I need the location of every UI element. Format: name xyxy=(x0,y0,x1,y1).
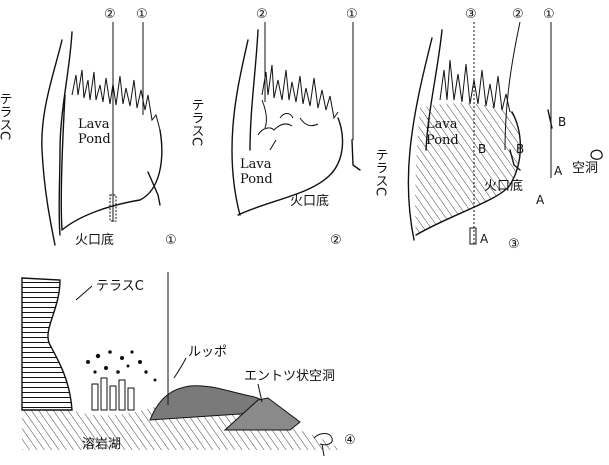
flow-arrow xyxy=(300,118,318,126)
panel-number: ② xyxy=(330,233,342,248)
terrace-cliff xyxy=(22,278,72,410)
panel-number: ④ xyxy=(344,433,356,448)
lava-pond-label-line1: Lava xyxy=(78,117,110,132)
marker-3-label: ③ xyxy=(465,7,477,22)
marker-2-label: ② xyxy=(512,7,524,22)
lava-pond-label-line1: Lava xyxy=(240,157,272,172)
marker-2-label: ② xyxy=(256,7,268,22)
marker-3-probe xyxy=(470,228,476,244)
terrace-wall-inner xyxy=(250,30,258,150)
panel-number: ① xyxy=(165,233,177,248)
lava-pond-label-line2: Pond xyxy=(78,132,111,147)
flow-arrow xyxy=(270,140,276,150)
lava-pond-label-line2: Pond xyxy=(426,133,459,148)
panel-number: ③ xyxy=(508,237,520,252)
chimney-cavity-label: エントツ状空洞 xyxy=(244,369,335,384)
cavity-label: 空洞 xyxy=(572,161,598,176)
crater-floor-label: 火口底 xyxy=(290,193,329,209)
terrace-label: テラスC xyxy=(0,92,12,140)
terrace-label: テラスC xyxy=(189,98,204,146)
marker-1-tip xyxy=(352,140,360,170)
spatter-columns xyxy=(92,378,134,410)
point-B-probe2: B xyxy=(516,142,524,156)
panel-2: ② ① テラスC Lava Pond 火口底 ② xyxy=(189,7,361,248)
flow-arrow xyxy=(262,100,266,128)
marker-1-label: ① xyxy=(136,7,148,22)
flow-channel xyxy=(258,124,292,135)
lava-pond-label-line2: Pond xyxy=(240,172,273,187)
crater-floor-label: 火口底 xyxy=(75,232,114,248)
terrace-label: テラスC xyxy=(373,148,388,196)
panel-3: ③ ② ① テラスC Lava Pond 火口底 空洞 A B B A B A … xyxy=(373,7,603,252)
terrace-pointer xyxy=(76,286,92,300)
point-A-probe1: A xyxy=(554,164,563,178)
spatter-rim xyxy=(262,65,338,118)
cavity-shape xyxy=(591,150,602,159)
marker-1-label: ① xyxy=(346,7,358,22)
point-B-probe1: B xyxy=(558,115,566,129)
terrace-label: テラスC xyxy=(96,279,144,294)
panel-1: ② ① テラスC Lava Pond 火口底 ① xyxy=(0,7,177,248)
lava-lake-label: 溶岩湖 xyxy=(82,437,121,452)
marker-2-label: ② xyxy=(104,7,116,22)
point-A-probe3: A xyxy=(480,232,489,246)
point-A-probe2: A xyxy=(536,193,545,207)
point-B-probe3: B xyxy=(478,142,486,156)
marker-1-label: ① xyxy=(543,7,555,22)
terrace-wall xyxy=(232,40,248,215)
crater-floor-label: 火口底 xyxy=(484,178,523,194)
flow-arrow xyxy=(280,114,293,119)
ejecta-particles xyxy=(86,350,157,381)
pond-outline xyxy=(61,95,162,230)
lava-pond-label-line1: Lava xyxy=(426,117,458,132)
panel-4: テラスC ルッポ エントツ状空洞 溶岩湖 ④ xyxy=(22,272,356,456)
bubble-label: ルッポ xyxy=(188,345,227,360)
bubble-pointer xyxy=(174,358,186,378)
